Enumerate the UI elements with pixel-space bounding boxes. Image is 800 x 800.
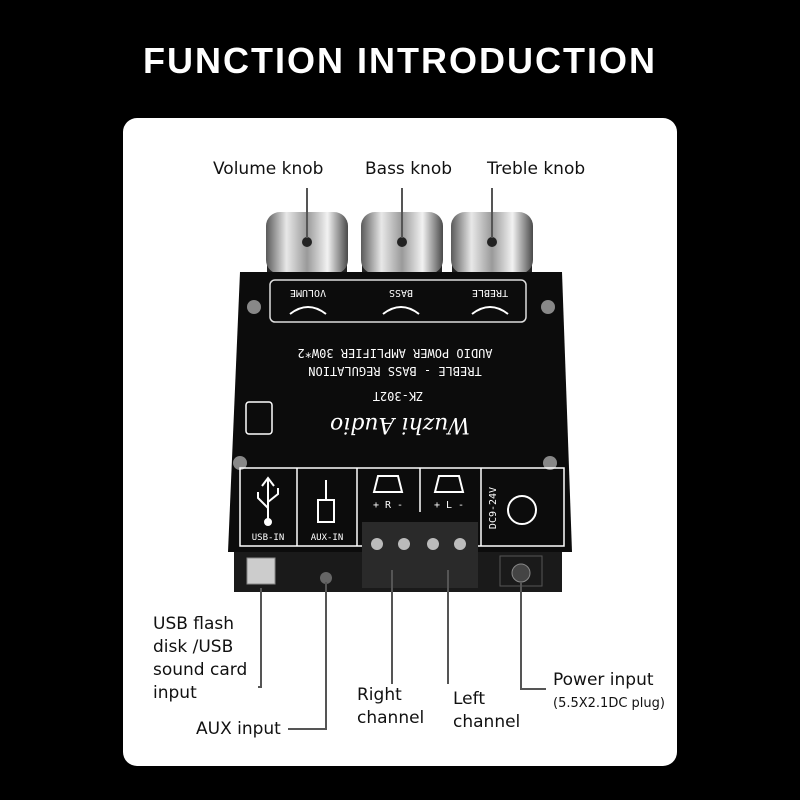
pcb-bass-label: BASS <box>389 287 413 298</box>
usb-input-label: USB flash disk /USB sound card input <box>153 613 247 705</box>
bass-knob <box>361 212 443 278</box>
speaker-terminal <box>362 522 478 588</box>
usb-port <box>246 557 276 585</box>
right-speaker-icon <box>372 475 404 493</box>
usb-label-line-4: input <box>153 683 197 703</box>
pcb-brand: Wuzhi Audio <box>330 412 470 437</box>
pcb-line2: TREBLE - BASS REGULATION <box>308 364 481 378</box>
dc-polarity-icon <box>507 495 537 525</box>
power-label-line-1: Power input <box>553 670 654 690</box>
dc-label: DC9-24V <box>488 487 499 529</box>
power-label-line-2: (5.5X2.1DC plug) <box>553 696 665 711</box>
usb-label-line-1: USB flash <box>153 614 235 634</box>
aux-jack <box>320 572 332 584</box>
usb-label-line-2: disk /USB <box>153 637 234 657</box>
pcb-line1: AUDIO POWER AMPLIFIER 30W*2 <box>297 346 492 360</box>
usb-label-line-3: sound card <box>153 660 248 680</box>
page-title: FUNCTION INTRODUCTION <box>143 40 657 81</box>
treble-knob-label: Treble knob <box>487 159 586 179</box>
usb-icon <box>257 476 279 526</box>
usb-in-label: USB-IN <box>252 533 285 543</box>
treble-knob <box>451 212 533 278</box>
volume-knob-label: Volume knob <box>213 159 324 179</box>
aux-input-label: AUX input <box>196 719 281 739</box>
pcb-volume-label: VOLUME <box>290 287 326 298</box>
volume-knob <box>266 212 348 278</box>
dc-jack <box>511 563 531 583</box>
bluetooth-logo <box>245 401 273 435</box>
right-label-line-1: Right <box>357 685 402 705</box>
pcb-model: ZK-302T <box>373 389 424 403</box>
aux-in-label: AUX-IN <box>311 533 344 543</box>
right-marker: + R - <box>373 500 403 511</box>
left-marker: + L - <box>434 500 464 511</box>
bass-knob-label: Bass knob <box>365 159 453 179</box>
power-input-label: Power input (5.5X2.1DC plug) <box>553 669 665 715</box>
pcb-board <box>228 272 572 552</box>
right-channel-label: Right channel <box>357 684 424 730</box>
right-label-line-2: channel <box>357 708 425 728</box>
aux-icon <box>317 480 335 523</box>
left-speaker-icon <box>433 475 465 493</box>
left-label-line-2: channel <box>453 712 521 732</box>
left-label-line-1: Left <box>453 689 485 709</box>
pcb-treble-label: TREBLE <box>472 287 508 298</box>
callout-lines <box>258 188 546 730</box>
left-channel-label: Left channel <box>453 688 520 734</box>
